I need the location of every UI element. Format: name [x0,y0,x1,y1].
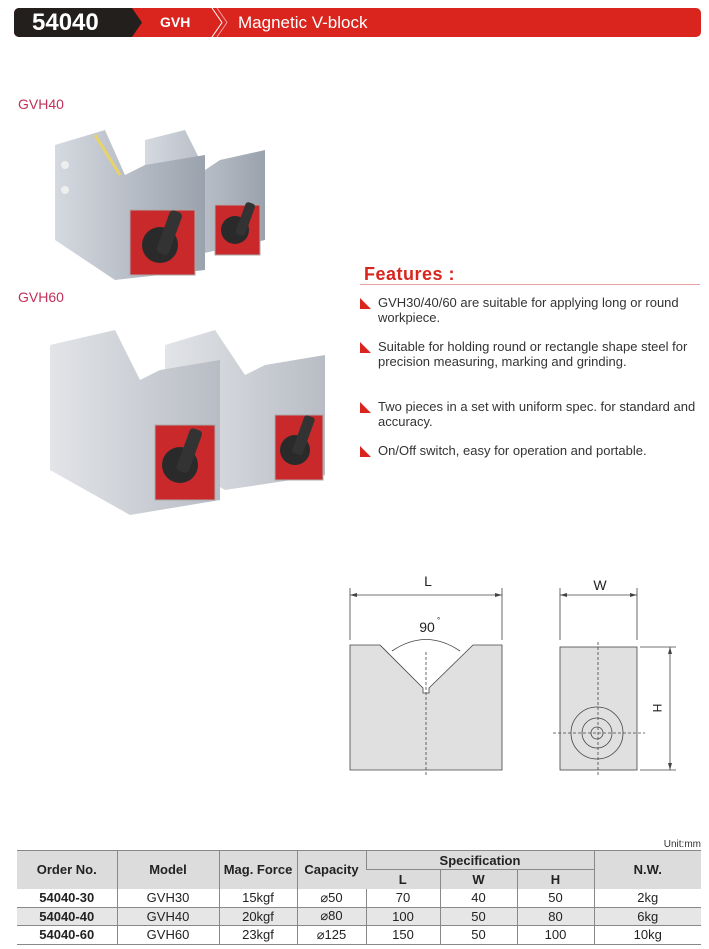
features-divider [360,284,700,285]
feature-item: GVH30/40/60 are suitable for applying lo… [358,295,708,325]
cell-nw: 6kg [593,907,701,926]
product-label-gvh60: GVH60 [18,289,64,305]
cell-order: 54040-60 [17,925,117,945]
header-l: L [366,869,440,889]
cell-w: 40 [439,888,517,908]
feature-text: GVH30/40/60 are suitable for applying lo… [378,295,679,325]
bullet-triangle-icon [360,402,371,413]
gvh40-product-image [55,130,265,280]
cell-force: 20kgf [218,907,297,926]
feature-text: Suitable for holding round or rectangle … [378,339,688,369]
spec-table: Order No. Model Mag. Force Capacity Spec… [17,850,701,945]
header-specification: Specification [365,850,594,870]
cell-h: 100 [516,925,594,945]
cell-h: 50 [516,888,594,908]
angle-label: 90 [419,619,435,635]
header-h: H [516,869,594,889]
cell-model: GVH30 [116,888,219,908]
product-label-gvh40: GVH40 [18,96,64,112]
cell-w: 50 [439,925,517,945]
chevron-icon [211,8,228,37]
cell-nw: 2kg [593,888,701,908]
cell-capacity: ⌀125 [296,925,366,945]
header-mag-force: Mag. Force [218,850,297,889]
bullet-triangle-icon [360,298,371,309]
feature-text: Two pieces in a set with uniform spec. f… [378,399,696,429]
cell-order: 54040-30 [17,888,117,908]
cell-model: GVH40 [116,907,219,926]
cell-w: 50 [439,907,517,926]
bullet-triangle-icon [360,446,371,457]
cell-capacity: ⌀50 [296,888,366,908]
header-order-no: Order No. [17,850,117,889]
product-code: 54040 [32,9,99,36]
header-w: W [439,869,517,889]
feature-item: On/Off switch, easy for operation and po… [358,443,708,458]
cell-l: 70 [365,888,440,908]
length-label: L [424,573,432,589]
cell-l: 100 [365,907,440,926]
width-label: W [593,577,607,593]
feature-item: Suitable for holding round or rectangle … [358,339,708,369]
cell-force: 23kgf [218,925,297,945]
cell-capacity: ⌀80 [296,907,366,926]
cell-h: 80 [516,907,594,926]
cell-nw: 10kg [593,925,701,945]
cell-force: 15kgf [218,888,297,908]
bullet-triangle-icon [360,342,371,353]
gvh60-product-image [50,330,325,515]
height-label: H [650,704,664,713]
feature-text: On/Off switch, easy for operation and po… [378,443,647,458]
header-model: Model [116,850,219,889]
header-net-weight: N.W. [593,850,701,889]
degree-symbol: ° [437,616,440,625]
cell-model: GVH60 [116,925,219,945]
unit-label: Unit:mm [663,839,701,850]
product-code-badge: 54040 [14,8,142,37]
series-label: GVH [160,14,191,30]
cell-l: 150 [365,925,440,945]
header-capacity: Capacity [296,850,366,889]
cell-order: 54040-40 [17,907,117,926]
title-banner: 54040 GVH Magnetic V-block [14,8,701,37]
feature-item: Two pieces in a set with uniform spec. f… [358,399,708,429]
page-title: Magnetic V-block [238,13,368,32]
features-heading: Features : [364,264,456,284]
